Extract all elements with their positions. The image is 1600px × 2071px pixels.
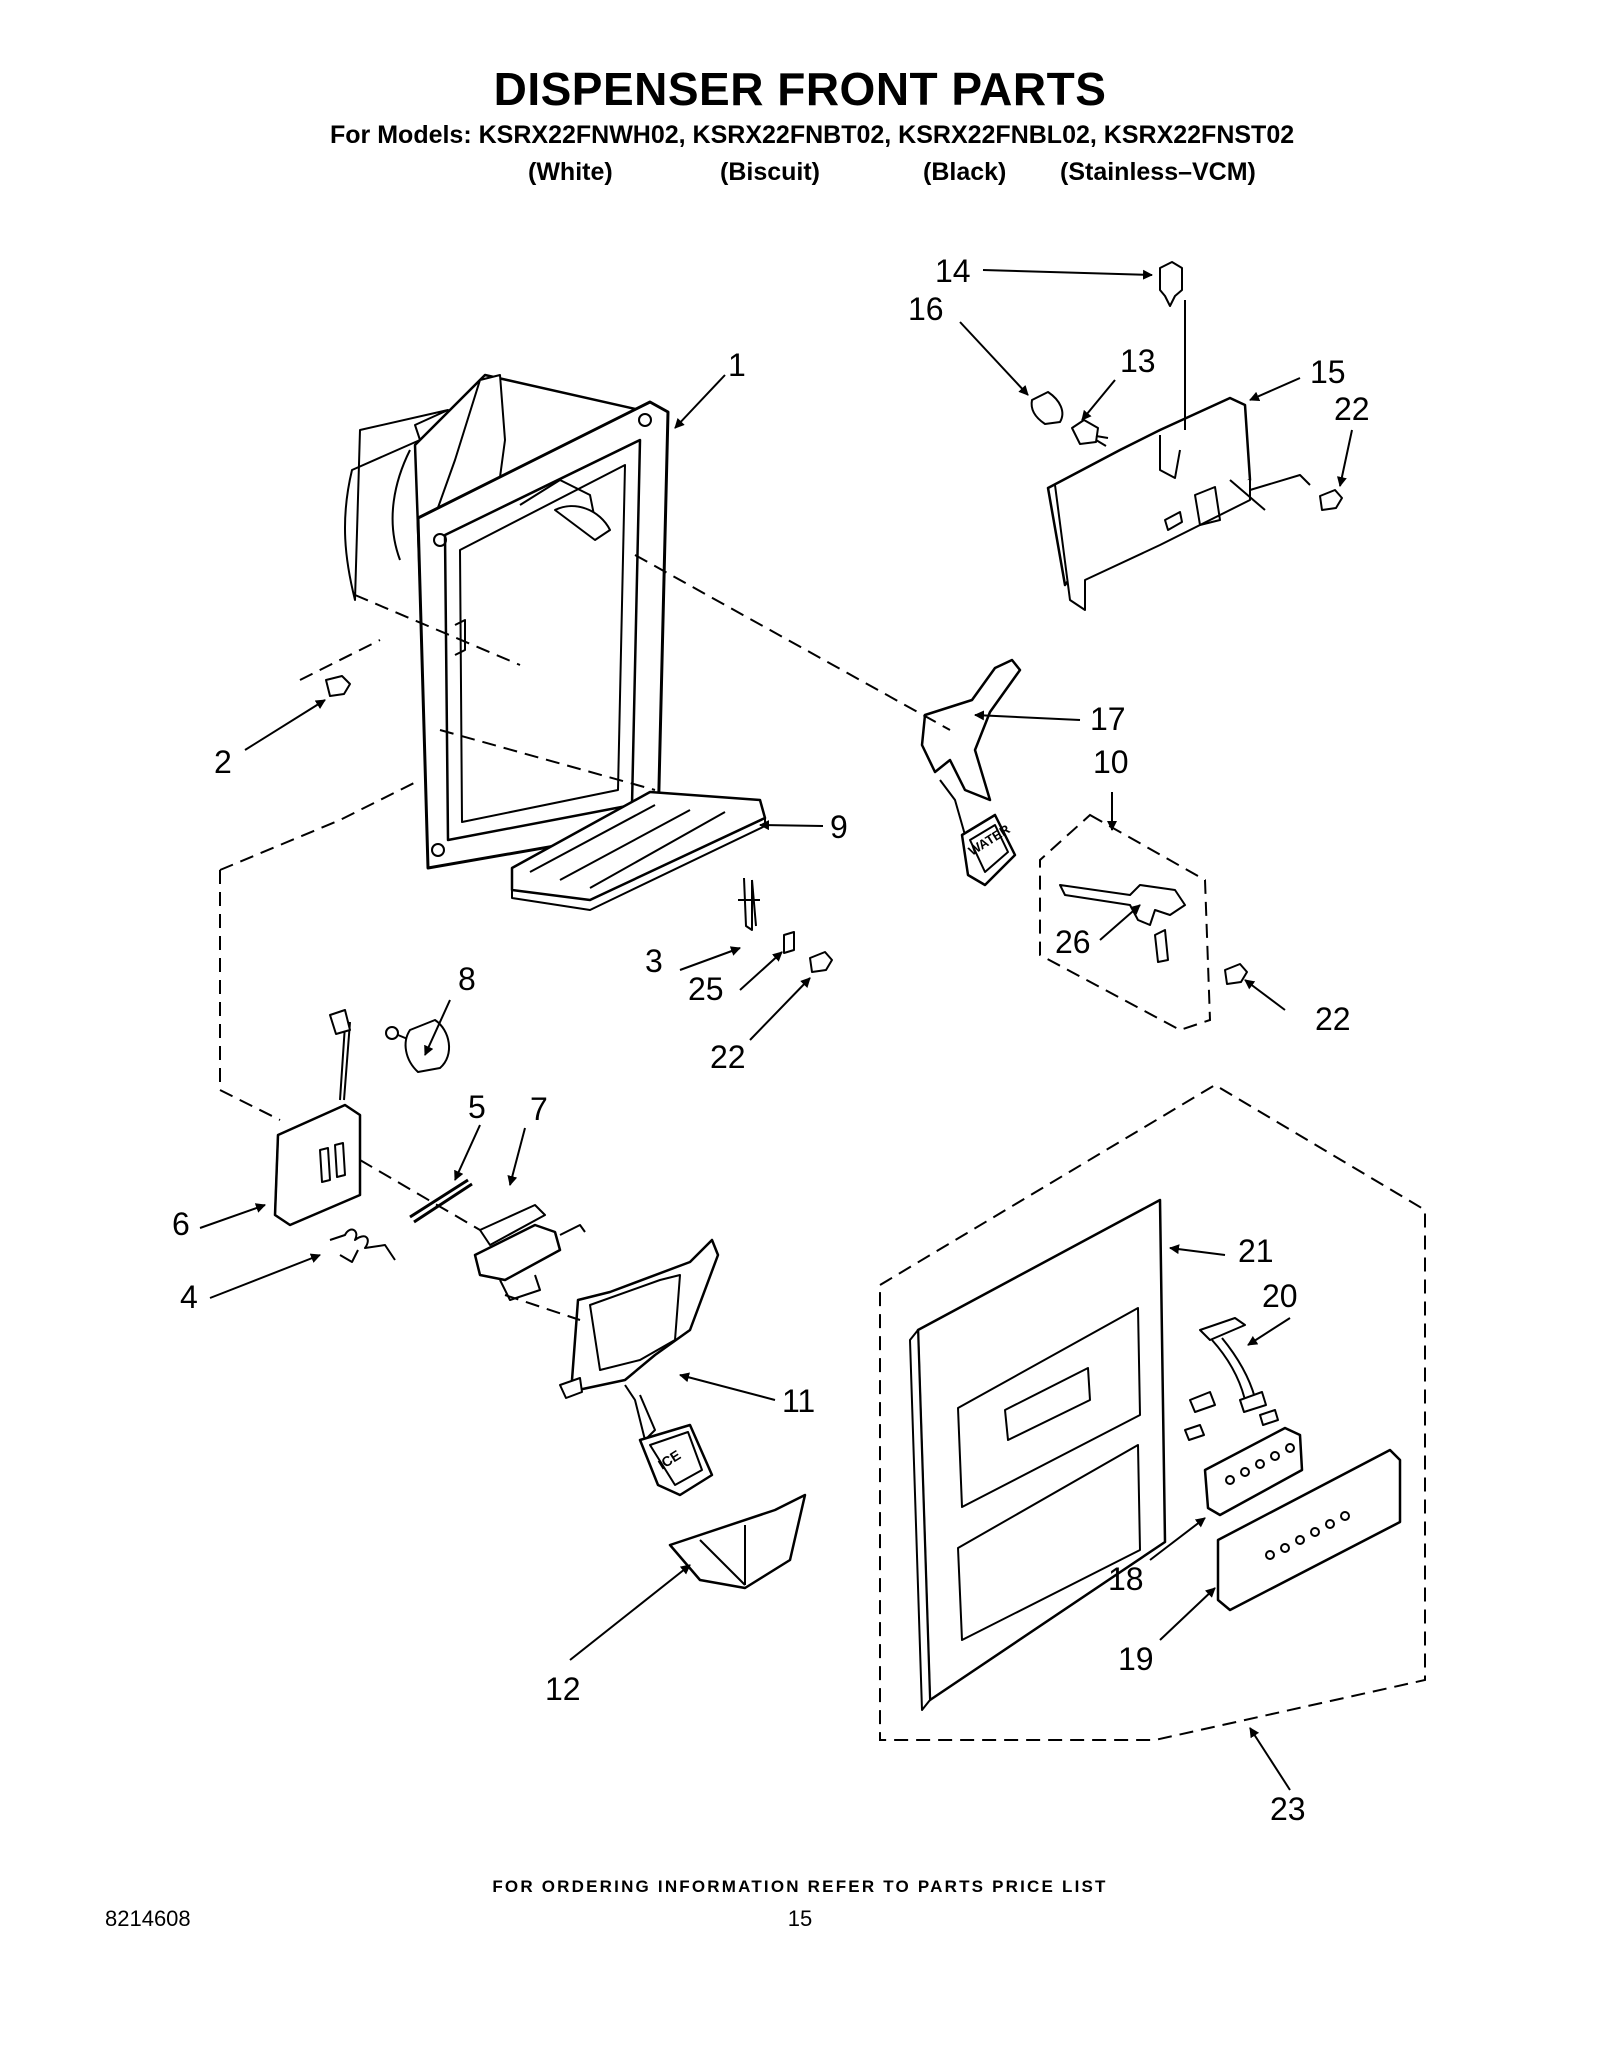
- variant-biscuit: (Biscuit): [720, 158, 820, 186]
- part-1-housing: [343, 373, 670, 870]
- callout-22-right: 22: [1315, 1001, 1351, 1037]
- callout-23: 23: [1270, 1791, 1306, 1827]
- part-11-ice-lever: [559, 1238, 720, 1497]
- variant-white: (White): [528, 158, 613, 186]
- part-5-shaft: [409, 1178, 473, 1224]
- callout-11: 11: [782, 1383, 815, 1419]
- ordering-note: FOR ORDERING INFORMATION REFER TO PARTS …: [492, 1877, 1108, 1896]
- callout-1: 1: [728, 347, 746, 383]
- part-22-screw-mid: [809, 951, 833, 973]
- callout-14: 14: [935, 253, 971, 289]
- page-number: 15: [787, 1906, 813, 1931]
- callout-25: 25: [688, 971, 724, 1007]
- part-16-bulb: [1030, 391, 1064, 425]
- callout-18: 18: [1108, 1561, 1144, 1597]
- part-21-front-panel: [909, 1198, 1167, 1711]
- part-8-solenoid: [385, 1019, 450, 1073]
- callout-numbers: 1 2 3 4 5 6 7 8 9 10 11 12 13 14 15 16 1…: [172, 253, 1370, 1827]
- part-15-bracket: [1046, 300, 1311, 611]
- callout-19: 19: [1118, 1641, 1154, 1677]
- callout-15: 15: [1310, 354, 1346, 390]
- callout-4: 4: [180, 1279, 198, 1315]
- part-19-overlay: [1216, 1448, 1402, 1612]
- callout-5: 5: [468, 1089, 486, 1125]
- callout-2: 2: [214, 744, 232, 780]
- callout-16: 16: [908, 291, 944, 327]
- part-22-screw-right: [1224, 963, 1248, 985]
- part-6-motor: [273, 1009, 362, 1227]
- part-20-wire-harness: [1184, 1317, 1279, 1441]
- part-7-actuator: [473, 1204, 586, 1301]
- callout-17: 17: [1090, 701, 1126, 737]
- part-14-switch: [1159, 261, 1183, 307]
- callout-10: 10: [1093, 744, 1129, 780]
- page-title: DISPENSER FRONT PARTS: [493, 63, 1107, 115]
- callout-3: 3: [645, 943, 663, 979]
- part-12-chute: [668, 1493, 807, 1590]
- part-2-screw: [325, 675, 351, 697]
- document-number: 8214608: [105, 1906, 191, 1931]
- part-25-plate: [783, 931, 795, 954]
- models-line: For Models: KSRX22FNWH02, KSRX22FNBT02, …: [330, 121, 1295, 149]
- part-22-screw-upper: [1319, 489, 1343, 511]
- part-17-water-lever: [920, 658, 1022, 887]
- part-3-spring-clip: [738, 877, 760, 931]
- callout-12: 12: [545, 1671, 581, 1707]
- callout-9: 9: [830, 809, 848, 845]
- variant-black: (Black): [923, 158, 1007, 186]
- part-18-control-board: [1203, 1426, 1304, 1517]
- callout-8: 8: [458, 961, 476, 997]
- callout-6: 6: [172, 1206, 190, 1242]
- callout-26: 26: [1055, 924, 1091, 960]
- variant-stainless: (Stainless–VCM): [1060, 158, 1256, 186]
- callout-22-mid: 22: [710, 1039, 746, 1075]
- callout-7: 7: [530, 1091, 548, 1127]
- callout-21: 21: [1238, 1233, 1274, 1269]
- callout-20: 20: [1262, 1278, 1298, 1314]
- callout-22-upper: 22: [1334, 391, 1370, 427]
- part-26-actuator: [1059, 884, 1186, 963]
- part-13-socket: [1071, 419, 1109, 447]
- callout-13: 13: [1120, 343, 1156, 379]
- part-4-spring: [329, 1228, 396, 1263]
